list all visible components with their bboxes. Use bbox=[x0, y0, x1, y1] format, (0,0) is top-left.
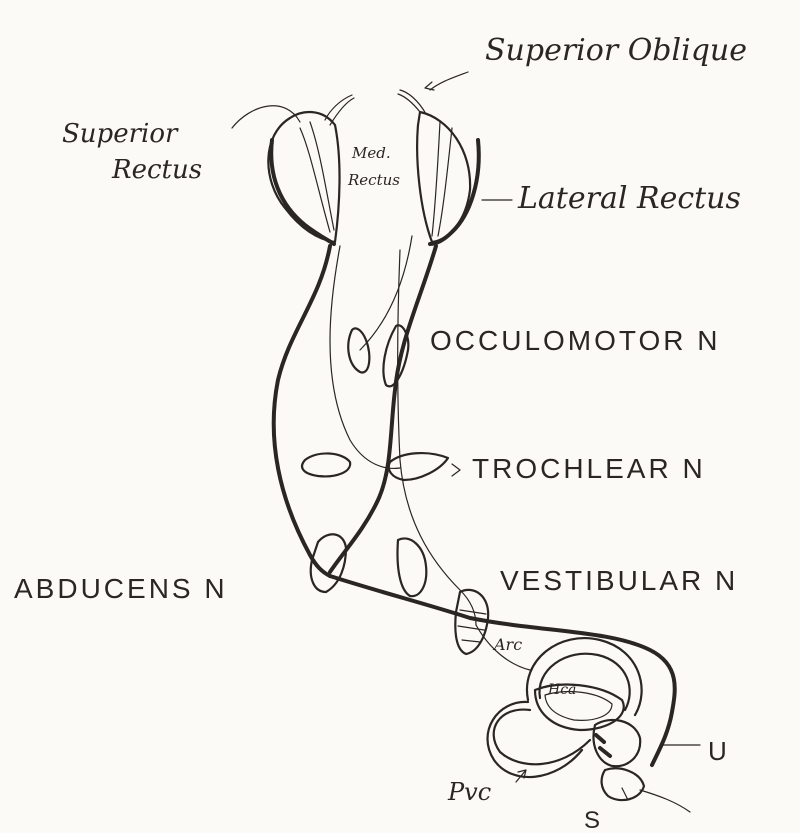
semicircular-canals bbox=[488, 638, 691, 812]
label-trochlear: TROCHLEAR N bbox=[472, 453, 706, 484]
label-superior-oblique: Superior Oblique bbox=[485, 33, 747, 68]
label-medial-rectus-line1: Med. bbox=[351, 144, 391, 162]
label-pvc: Pvc bbox=[447, 778, 491, 806]
trochlear-nucleus-right bbox=[389, 453, 448, 480]
midline-nucleus bbox=[398, 538, 427, 596]
label-medial-rectus-line2: Rectus bbox=[347, 171, 400, 189]
trochlear-nucleus-left bbox=[302, 453, 350, 476]
label-superior-rectus-line1: Superior bbox=[62, 119, 179, 149]
label-arc: Arc bbox=[492, 635, 522, 654]
label-u: U bbox=[708, 736, 730, 766]
label-s: S bbox=[584, 807, 603, 833]
label-abducens: ABDUCENS N bbox=[14, 573, 228, 604]
label-lateral-rectus: Lateral Rectus bbox=[517, 181, 741, 216]
label-vestibular: VESTIBULAR N bbox=[500, 565, 738, 596]
label-superior-rectus-line2: Rectus bbox=[111, 155, 202, 185]
right-eye-muscles bbox=[398, 90, 479, 244]
label-oculomotor: OCCULOMOTOR N bbox=[430, 325, 721, 356]
left-eye-muscles bbox=[268, 95, 354, 244]
nerve-pathways bbox=[274, 236, 675, 765]
label-hca: Hca bbox=[547, 682, 576, 698]
oculomotor-nucleus-left bbox=[348, 328, 369, 372]
saccule bbox=[602, 768, 644, 800]
